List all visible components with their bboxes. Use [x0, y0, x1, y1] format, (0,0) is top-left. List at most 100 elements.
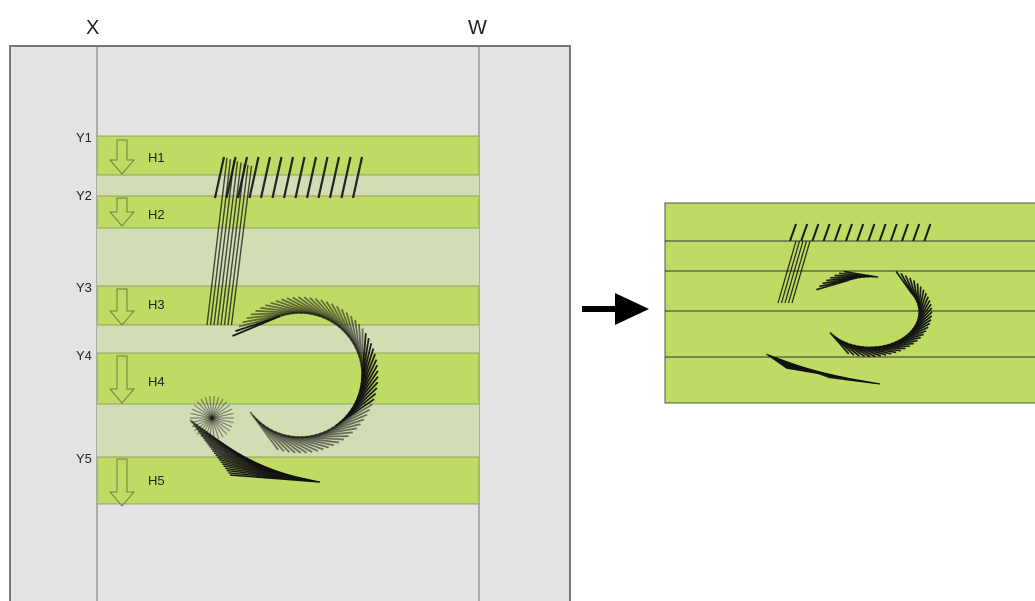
- hatch-stroke: [915, 300, 931, 325]
- hatch-stroke: [916, 283, 920, 309]
- hatch-stroke: [213, 156, 226, 199]
- w-column-label: W: [468, 17, 487, 39]
- hatch-stroke: [829, 331, 850, 355]
- hatch-stroke: [780, 240, 801, 304]
- hatch-stroke: [294, 156, 306, 199]
- hatch-stroke: [216, 161, 239, 326]
- hatch-stroke: [832, 334, 855, 356]
- result-panel: [664, 202, 1035, 404]
- slice-y-label: Y3: [76, 280, 92, 295]
- hatch-stroke: [211, 398, 224, 419]
- down-arrow-icon: [108, 139, 136, 175]
- down-arrow-icon: [108, 288, 136, 326]
- hatch-stroke: [193, 404, 213, 419]
- hatch-stroke: [787, 240, 808, 304]
- down-arrow-icon: [108, 355, 136, 404]
- hatch-stroke: [200, 398, 213, 419]
- hatch-stroke: [923, 223, 932, 242]
- hatch-stroke: [845, 223, 853, 242]
- hatch-stroke: [193, 417, 213, 432]
- hatch-stroke: [191, 417, 213, 428]
- hatch-stroke: [204, 396, 213, 419]
- hatch-stroke: [204, 417, 213, 440]
- hatch-stroke: [340, 156, 352, 199]
- hatch-stroke: [211, 408, 233, 419]
- hatch-stroke: [317, 156, 329, 199]
- hatch-stroke: [220, 162, 242, 326]
- hatch-stroke: [904, 275, 917, 300]
- hatch-stroke: [328, 156, 341, 199]
- hatch-stroke: [811, 223, 820, 242]
- source-glyph-hatching: [189, 156, 379, 483]
- hatch-stroke: [211, 417, 231, 432]
- down-arrow-icon: [108, 458, 136, 507]
- hatch-stroke: [211, 404, 231, 419]
- hatch-stroke: [784, 240, 804, 304]
- hatch-stroke: [900, 272, 915, 298]
- hatch-stroke: [200, 417, 213, 438]
- slice-h-label: H2: [148, 207, 165, 222]
- hatch-stroke: [777, 240, 797, 304]
- hatch-stroke: [211, 401, 228, 419]
- slice-h-label: H3: [148, 297, 165, 312]
- hatch-stroke: [227, 164, 249, 326]
- hatch-stroke: [271, 156, 283, 199]
- result-slice-separators: [665, 240, 1035, 358]
- slice-h-label: H4: [148, 374, 165, 389]
- hatch-stroke: [206, 157, 228, 326]
- hatch-stroke: [190, 417, 213, 424]
- hatch-stroke: [305, 156, 318, 199]
- hatch-stroke: [209, 417, 213, 440]
- hatch-stroke: [209, 396, 213, 419]
- hatch-stroke: [196, 417, 213, 435]
- hatch-stroke: [822, 223, 831, 242]
- gap-band: [97, 228, 479, 286]
- hatch-stroke: [211, 417, 215, 440]
- hatch-stroke: [190, 412, 213, 419]
- hatch-stroke: [913, 303, 932, 328]
- hatch-stroke: [878, 223, 887, 242]
- x-column-label: X: [86, 17, 99, 39]
- hatch-stroke: [230, 165, 253, 326]
- gap-band: [97, 175, 479, 196]
- hatch-stroke: [918, 286, 922, 312]
- hatch-stroke: [213, 160, 235, 326]
- source-bands: [96, 135, 480, 505]
- slice-band: [96, 135, 480, 176]
- slice-y-label: Y2: [76, 188, 92, 203]
- hatch-stroke: [917, 292, 928, 319]
- transform-arrow-icon: [582, 293, 649, 325]
- hatch-stroke: [856, 223, 865, 242]
- hatch-stroke: [211, 396, 215, 419]
- slice-h-label: H1: [148, 150, 165, 165]
- slice-y-label: Y1: [76, 130, 92, 145]
- hatch-stroke: [901, 223, 909, 242]
- hatch-stroke: [785, 367, 881, 385]
- hatch-stroke: [223, 163, 246, 326]
- hatch-stroke: [229, 474, 321, 483]
- gap-band: [97, 325, 479, 353]
- hatch-stroke: [259, 156, 272, 199]
- hatch-stroke: [211, 417, 234, 424]
- slice-h-label: H5: [148, 473, 165, 488]
- slice-band: [96, 352, 480, 405]
- hatch-stroke: [211, 417, 233, 428]
- hatch-stroke: [789, 223, 797, 242]
- hatch-stroke: [918, 289, 925, 315]
- hatch-stroke: [211, 417, 228, 435]
- hatch-stroke: [248, 156, 260, 199]
- hatch-stroke: [351, 156, 364, 199]
- slice-band: [96, 456, 480, 505]
- result-glyph-hatching: [765, 223, 933, 385]
- hatch-stroke: [791, 240, 811, 304]
- hatch-stroke: [211, 396, 220, 419]
- slice-y-label: Y4: [76, 348, 92, 363]
- hatch-stroke: [833, 223, 842, 242]
- hatch-stroke: [800, 223, 809, 242]
- slice-band: [96, 195, 480, 229]
- hatch-stroke: [843, 270, 879, 279]
- hatch-stroke: [211, 412, 234, 419]
- hatch-stroke: [895, 271, 913, 295]
